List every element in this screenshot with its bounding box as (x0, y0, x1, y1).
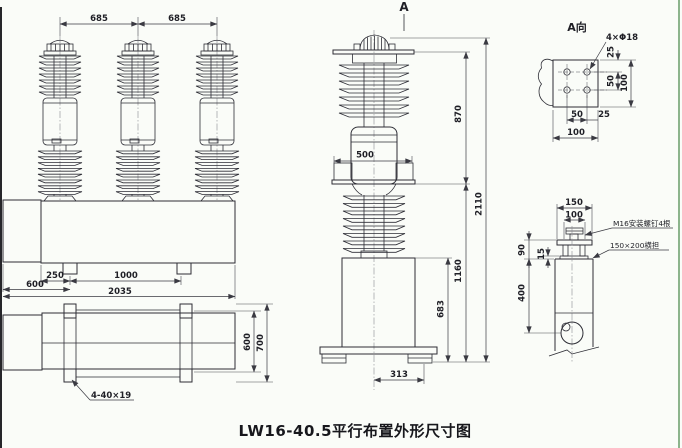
a-view-title: A向 (567, 20, 587, 34)
side-view-terminal-plate (332, 49, 415, 55)
dim-text-2035: 2035 (108, 287, 132, 297)
side-view-upper-sheds (338, 63, 410, 127)
pad-hole-centerlines (558, 64, 607, 99)
dim-text-1000: 1000 (114, 271, 138, 281)
plan-view-rails (76, 309, 180, 378)
dim-text-870: 870 (454, 105, 464, 123)
dim-313: 313 (373, 364, 425, 384)
front-view: 685 685 250 1000 600 2035 (2, 14, 239, 300)
side-view-top-flange (352, 53, 397, 64)
side-view-base (319, 346, 438, 364)
dim-base-widths: 250 1000 600 2035 (2, 264, 236, 300)
dim-100-mount: 100 (563, 211, 586, 239)
a-view-dims-bottom: 50 25 100 (552, 95, 610, 142)
mount-bolt (565, 227, 584, 241)
dim-text-25-top: 25 (607, 46, 617, 58)
scan-edge-left (0, 7, 2, 448)
dim-text-25-h: 25 (598, 110, 610, 120)
slot-callout: 4-40×19 (71, 379, 134, 401)
bolt-callout: M16安装螺钉4根 (584, 219, 673, 236)
dim-400: 400 (518, 258, 561, 334)
dim-text-685-left: 685 (90, 14, 108, 24)
side-view-tank (341, 257, 416, 348)
side-view-arms (331, 162, 416, 185)
dim-text-600-plan: 600 (243, 333, 253, 351)
dim-plan-600: 600 (194, 310, 261, 373)
plan-view-bolt-pads (63, 303, 193, 383)
side-view-lower-sheds (342, 195, 406, 253)
terminal-pad (552, 59, 599, 108)
dim-text-100-v: 100 (620, 74, 630, 92)
front-view-foot-right (176, 262, 192, 275)
dim-text-313: 313 (390, 370, 408, 380)
holes-callout: 4×Φ18 (589, 33, 638, 70)
a-view-dims-right: 25 50 100 (592, 46, 636, 108)
bolt-note-text: M16安装螺钉4根 (613, 219, 671, 228)
pole-hole-notch (561, 322, 571, 332)
dim-text-683: 683 (437, 300, 447, 318)
dim-text-700: 700 (256, 334, 266, 352)
dim-text-250: 250 (46, 271, 64, 281)
pad-holes (563, 68, 591, 94)
dim-text-685-right: 685 (168, 14, 186, 24)
mount-detail: 150 100 (518, 198, 673, 362)
mount-bracket (556, 239, 593, 260)
holes-note-text: 4×Φ18 (606, 33, 638, 43)
side-view-cap (353, 34, 396, 51)
dim-text-100-h: 100 (567, 128, 585, 138)
dim-15: 15 (537, 247, 559, 268)
crossarm-pole (548, 226, 600, 362)
dim-text-500: 500 (356, 151, 374, 161)
view-arrow-text: A (399, 0, 409, 14)
front-view-foot-left (62, 262, 78, 275)
plan-view-base-frame (41, 312, 236, 370)
dim-text-150: 150 (565, 198, 583, 208)
front-view-mechanism-box (2, 199, 42, 263)
dim-text-100-mount: 100 (565, 211, 583, 221)
dim-heights: 870 1160 683 2110 (390, 37, 490, 363)
view-direction-arrow: A (399, 0, 409, 31)
side-view-body-lines (351, 134, 397, 143)
dim-text-400: 400 (518, 284, 528, 302)
dim-500: 500 (333, 151, 413, 164)
dim-text-15: 15 (537, 248, 547, 260)
front-view-centerlines (59, 36, 218, 200)
front-view-base-tank (40, 200, 236, 264)
dim-text-600-front: 600 (26, 280, 44, 290)
dim-phase-spacing: 685 685 (59, 14, 218, 36)
a-direction-view: A向 4×Φ18 25 50 100 50 25 (537, 20, 638, 142)
plan-view: 600 700 4-40×19 (2, 303, 273, 401)
plan-view-mechanism-box (2, 314, 43, 371)
dim-text-1160: 1160 (454, 259, 464, 283)
side-view-taper (351, 183, 397, 196)
dim-text-50-v: 50 (607, 75, 617, 87)
side-view: A 500 (319, 0, 490, 390)
scan-edge-right (678, 0, 680, 448)
crossarm-callout: 150×200横担 (592, 241, 669, 259)
dim-text-50-h: 50 (571, 110, 583, 120)
dim-plan-700: 700 (236, 303, 273, 383)
dim-text-2110: 2110 (475, 192, 485, 216)
drawing-title: LW16-40.5平行布置外形尺寸图 (238, 422, 471, 440)
crossarm-note-text: 150×200横担 (610, 241, 660, 250)
a-view-break-piece (537, 58, 554, 106)
slot-note-text: 4-40×19 (91, 391, 131, 401)
dim-text-90: 90 (518, 244, 528, 256)
